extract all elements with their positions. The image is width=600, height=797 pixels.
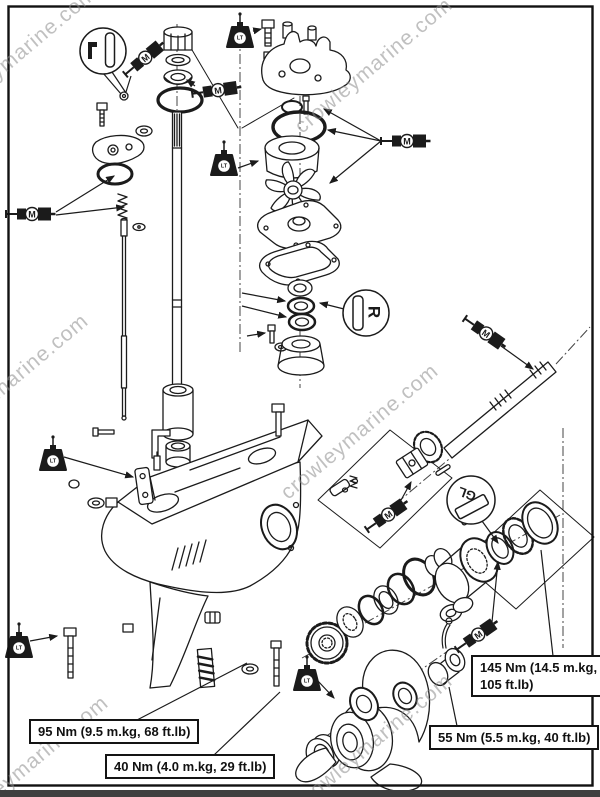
svg-text:R: R [365, 306, 384, 318]
torque-callout-145nm: 145 Nm (14.5 m.kg, 105 ft.lb) [471, 655, 600, 697]
driveshaft-assembly [156, 26, 204, 468]
frame-border [7, 5, 594, 787]
parts-callout-circle [79, 27, 127, 75]
torque-callout-95nm: 95 Nm (9.5 m.kg, 68 ft.lb) [29, 719, 200, 744]
prop-shaft-assembly [329, 361, 557, 497]
bearing-carrier-assembly [305, 501, 559, 665]
grease-symbol [119, 36, 169, 81]
leader-lines [29, 27, 554, 756]
grease-symbol [379, 133, 432, 149]
r-symbol-callout: R [342, 289, 390, 337]
grease-symbol [451, 614, 503, 657]
shift-rod-assembly [91, 91, 153, 421]
skeg-hardware [63, 611, 282, 689]
torque-145-line2: 105 ft.lb) [480, 677, 534, 692]
loctite-symbol [39, 434, 67, 471]
torque-callout-55nm: 55 Nm (5.5 m.kg, 40 ft.lb) [429, 725, 600, 750]
torque-145-line1: 145 Nm (14.5 m.kg, [480, 660, 598, 675]
grease-symbol [4, 206, 57, 222]
grease-symbol [361, 494, 413, 537]
loctite-symbol [226, 11, 254, 48]
loctite-symbol [210, 139, 238, 176]
impeller [265, 161, 321, 219]
grease-symbol [190, 79, 244, 102]
water-pump-assembly [257, 21, 351, 376]
trim-tab-anode [196, 647, 216, 689]
svg-text:GL: GL [456, 484, 478, 504]
loctite-symbol [5, 621, 33, 658]
scan-edge-band [0, 790, 600, 797]
gl-symbol-callout: GL [446, 475, 496, 525]
gearcase-housing [68, 403, 323, 689]
torque-callout-40nm: 40 Nm (4.0 m.kg, 29 ft.lb) [105, 754, 276, 779]
